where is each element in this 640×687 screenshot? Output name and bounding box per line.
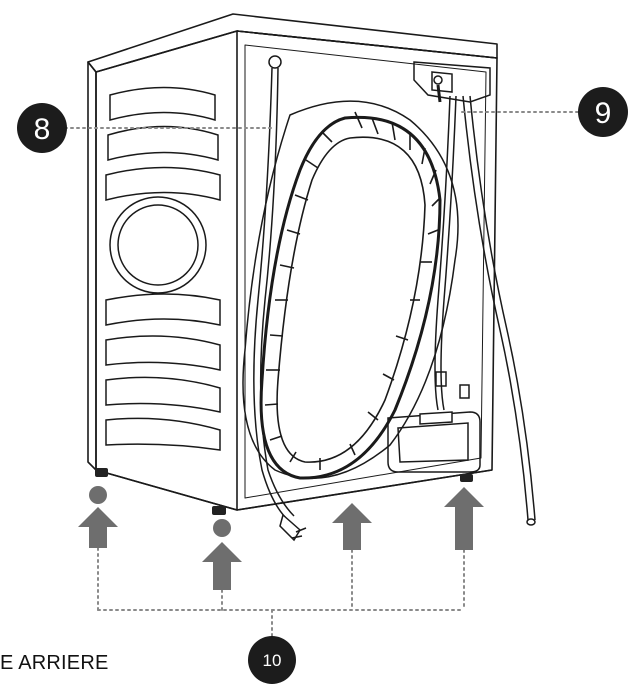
power-cord	[253, 55, 307, 542]
dot-marker	[213, 519, 231, 537]
leveling-arrows	[78, 486, 484, 590]
up-arrow-icon	[202, 542, 242, 590]
callout-badge-10: 10	[248, 636, 296, 684]
hoses-right	[387, 61, 536, 526]
caption-text: E ARRIERE	[0, 652, 109, 674]
feet	[95, 468, 473, 515]
machine-body	[87, 13, 498, 511]
up-arrow-icon	[78, 507, 118, 548]
callout-badge-9: 9	[578, 87, 628, 137]
up-arrow-icon	[332, 503, 372, 550]
side-panel-vents	[105, 86, 221, 451]
callout-label-9: 9	[595, 97, 612, 130]
callout-label-8: 8	[34, 113, 51, 146]
leader-lines	[64, 111, 581, 637]
dot-marker	[89, 486, 107, 504]
callout-label-10: 10	[263, 651, 282, 670]
up-arrow-icon	[444, 487, 484, 550]
rear-drum-hose	[242, 100, 459, 480]
callout-badge-8: 8	[17, 103, 67, 153]
